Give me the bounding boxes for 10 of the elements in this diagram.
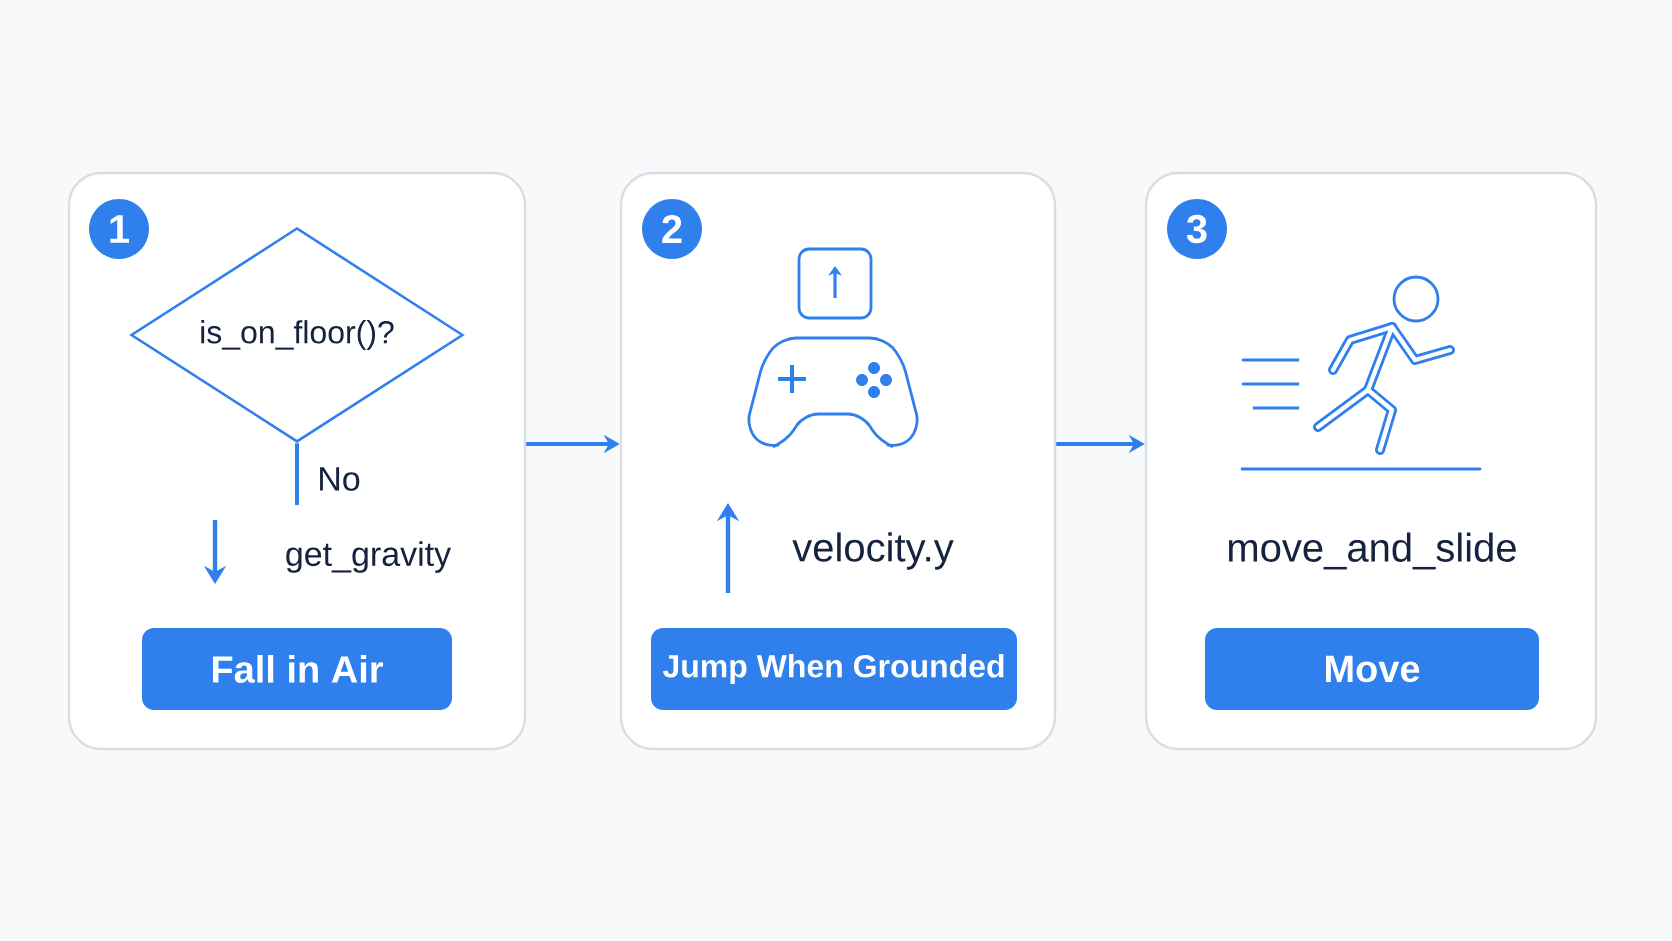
edge-label: No [315, 465, 363, 493]
step-number: 1 [89, 199, 149, 259]
step-number: 2 [642, 199, 702, 259]
code-label: get_gravity [286, 541, 452, 573]
label-button: Jump When Grounded [651, 628, 1017, 710]
label-button: Move [1205, 628, 1539, 710]
label-button: Fall in Air [142, 628, 452, 710]
code-label: velocity.y [792, 532, 954, 570]
step-number: 3 [1167, 199, 1227, 259]
code-label: move_and_slide [1229, 532, 1516, 570]
